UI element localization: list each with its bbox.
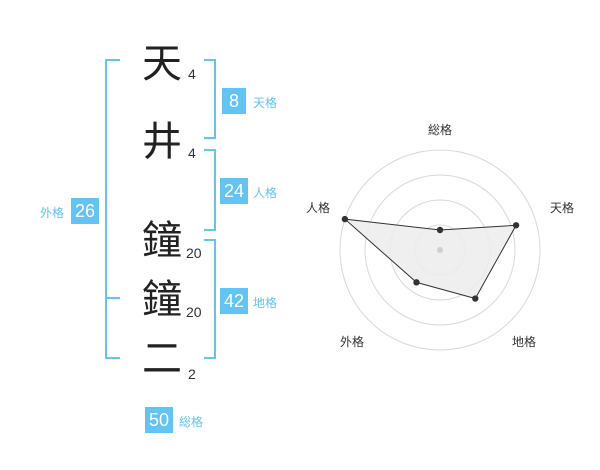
radar-point [472, 295, 479, 302]
jinkaku-label: 人格 [253, 186, 278, 200]
radar-center [437, 247, 443, 253]
gaikaku-value: 26 [71, 198, 99, 224]
radar-point [436, 226, 444, 234]
radar-ring [364, 174, 516, 326]
name-char-3: 鐘 [142, 218, 182, 264]
radar-point [512, 222, 520, 229]
radar-point [341, 215, 349, 223]
chikaku-value: 42 [220, 288, 248, 314]
name-char-1: 天 [142, 41, 182, 87]
tenkaku-value: 8 [222, 88, 246, 114]
tenkaku-bracket [204, 59, 216, 139]
stroke-count-5: 2 [188, 366, 196, 382]
radar-area [343, 218, 517, 300]
radar-label-tenkaku: 天格 [550, 200, 574, 215]
stroke-count-3: 20 [186, 245, 202, 261]
radar-label-gaikaku: 外格 [340, 334, 364, 349]
soukaku-value: 50 [145, 407, 173, 433]
name-char-5: 二 [142, 336, 182, 382]
radar-chart: 総格 天格 地格 外格 人格 [306, 122, 574, 351]
stroke-count-1: 4 [188, 66, 196, 82]
tenkaku-label: 天格 [253, 96, 278, 110]
jinkaku-value: 24 [220, 178, 248, 204]
radar-points [341, 215, 520, 302]
jinkaku-bracket [204, 149, 216, 231]
stroke-count-2: 4 [188, 145, 196, 161]
radar-label-soukaku: 総格 [428, 122, 452, 137]
chikaku-bracket [204, 239, 216, 359]
outer-bracket [105, 59, 120, 359]
name-char-2: 井 [142, 119, 182, 165]
soukaku-label: 総格 [179, 415, 204, 429]
chikaku-label: 地格 [253, 296, 278, 310]
radar-label-jinkaku: 人格 [306, 200, 330, 215]
radar-point [413, 279, 420, 286]
radar-label-chikaku: 地格 [512, 334, 536, 349]
radar-ring [339, 149, 541, 351]
gaikaku-label: 外格 [40, 206, 65, 220]
name-char-4: 鐘 [142, 277, 182, 323]
stroke-count-4: 20 [186, 304, 202, 320]
